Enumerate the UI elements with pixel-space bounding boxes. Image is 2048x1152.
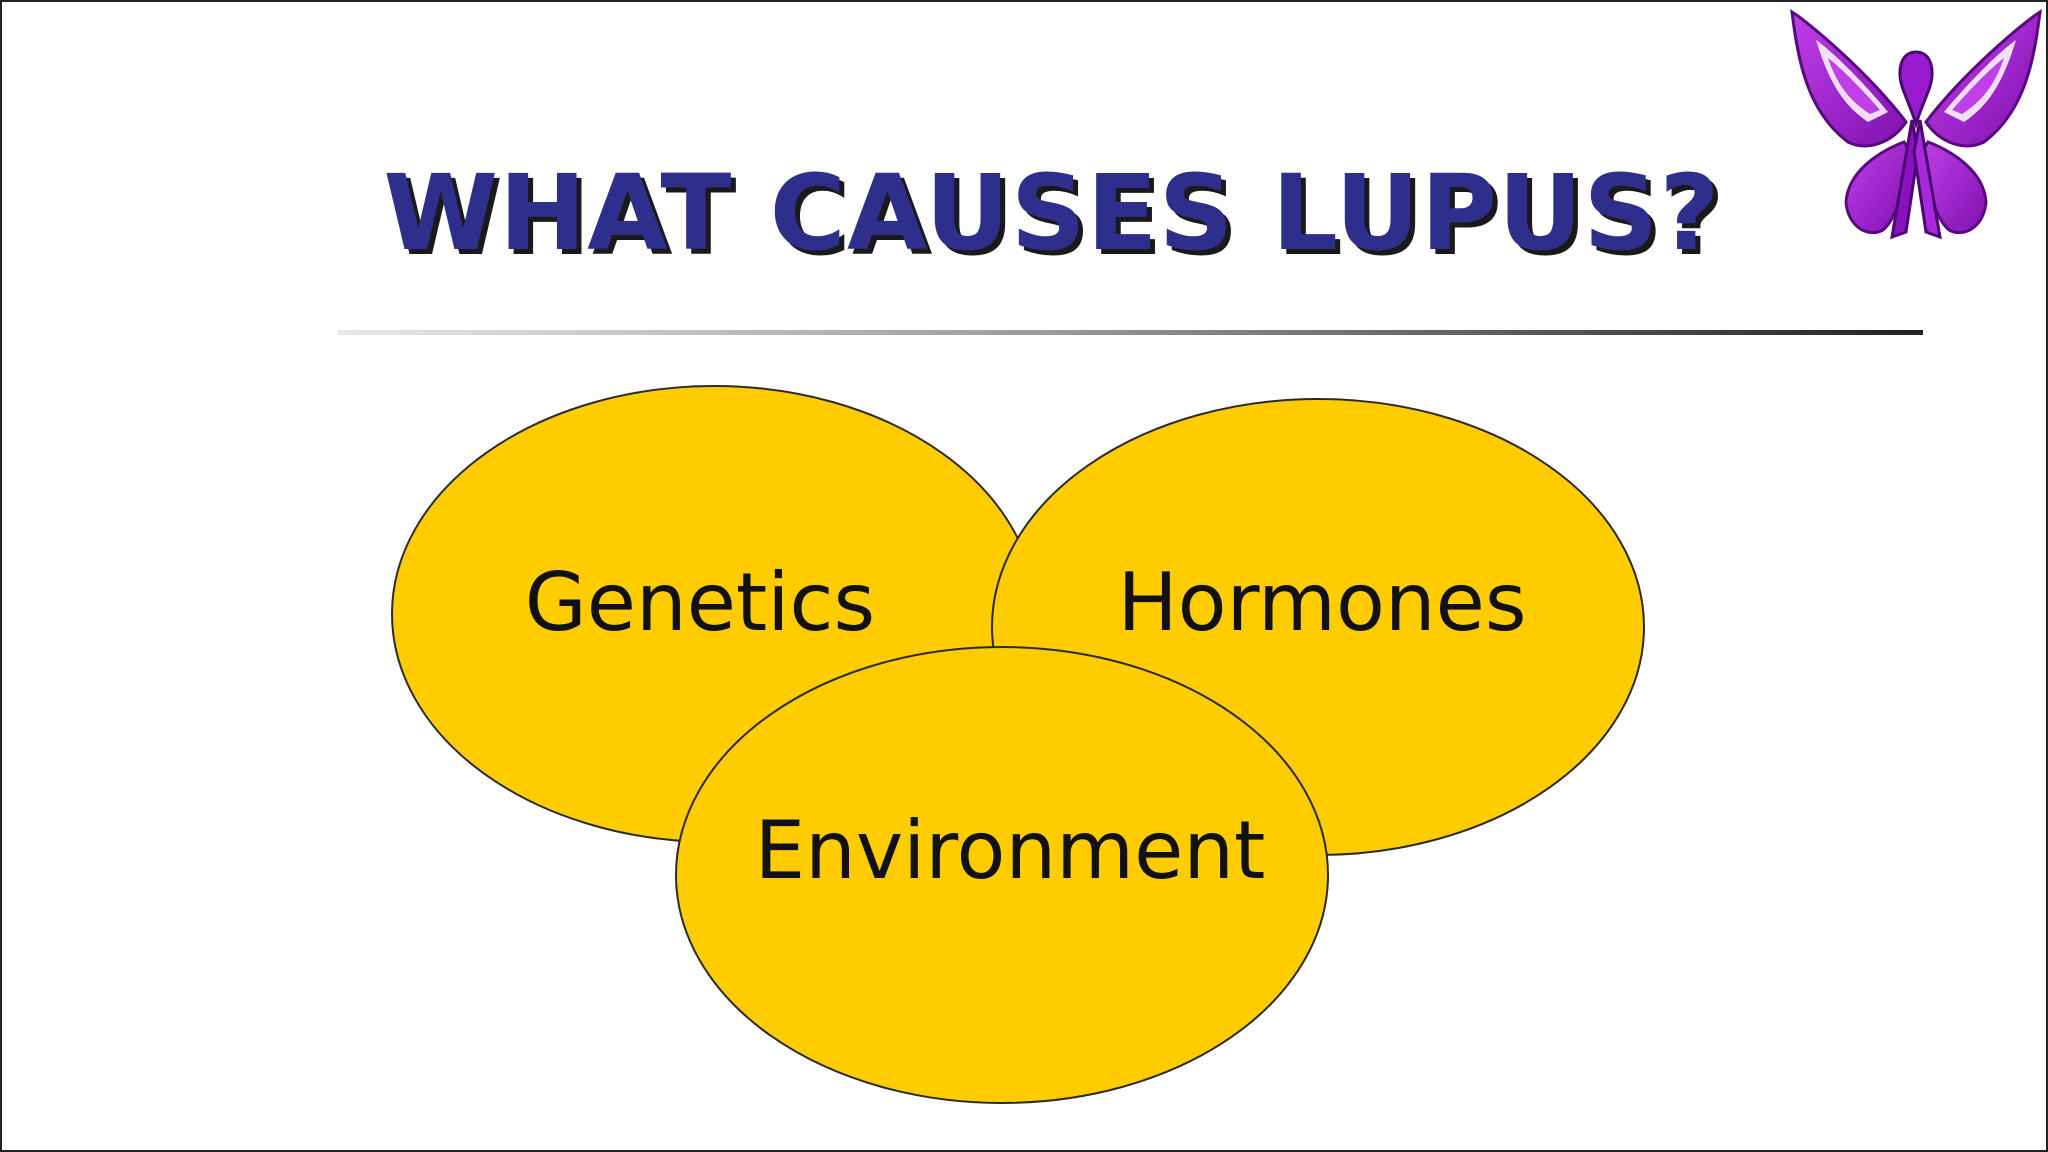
hormones-label: Hormones xyxy=(1117,556,1526,649)
butterfly-ribbon-icon xyxy=(1790,9,2042,240)
title-divider xyxy=(338,330,1923,335)
environment-label: Environment xyxy=(755,804,1266,897)
environment-circle xyxy=(675,646,1329,1104)
genetics-label: Genetics xyxy=(525,556,875,649)
slide-title: WHAT CAUSES LUPUS? xyxy=(383,152,1721,274)
